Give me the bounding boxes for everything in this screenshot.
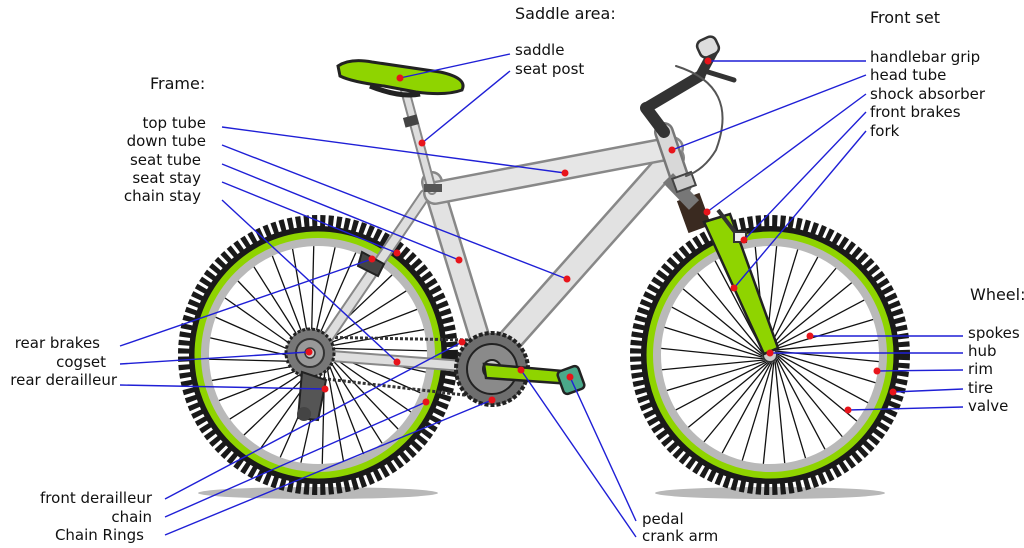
wheel-header: Wheel: (970, 285, 1024, 304)
label-rear-brakes: rear brakes (15, 334, 100, 352)
label-seat-stay: seat stay (132, 169, 201, 187)
spoke (675, 361, 767, 411)
rear-rim (201, 238, 435, 472)
label-chain-rings: Chain Rings (55, 526, 144, 544)
spoke (328, 359, 383, 444)
label-spokes: spokes (968, 324, 1020, 342)
front-wheel-shadow (655, 487, 885, 499)
saddle-area-header: Saddle area: (515, 4, 616, 23)
spoke (777, 353, 869, 404)
label-seat-post: seat post (515, 60, 584, 78)
label-tire: tire (968, 379, 993, 397)
label-chain: chain (111, 508, 152, 526)
spoke (773, 299, 865, 349)
label-chain-stay: chain stay (124, 187, 201, 205)
spoke (776, 358, 826, 450)
rear-wheel-shadow (198, 487, 438, 499)
spoke (315, 252, 357, 344)
spoke (768, 256, 819, 348)
spoke (777, 355, 858, 422)
frame-header: Frame: (150, 74, 205, 93)
handlebar-grip-shape (695, 35, 721, 59)
label-rim: rim (968, 360, 993, 378)
label-seat-tube: seat tube (130, 151, 201, 169)
spoke (774, 361, 786, 464)
spoke (762, 361, 775, 464)
label-handlebar-grip: handlebar grip (870, 48, 980, 66)
label-front-brakes: front brakes (870, 103, 961, 121)
rear-brake-shape (356, 250, 386, 278)
label-shock-absorber: shock absorber (870, 85, 986, 103)
spoke (774, 318, 874, 350)
spoke (687, 362, 769, 428)
leader-lines (119, 53, 964, 538)
spoke (770, 267, 837, 348)
front-tire (630, 215, 910, 495)
spoke (664, 326, 763, 358)
label-top-tube: top tube (143, 114, 207, 132)
spoke (776, 339, 879, 351)
label-rear-derailleur: rear derailleur (10, 371, 118, 389)
label-front-derailleur: front derailleur (40, 489, 153, 507)
spoke (671, 306, 763, 357)
spoke (721, 362, 772, 454)
rear-tire (178, 215, 458, 495)
label-valve: valve (968, 397, 1008, 415)
spoke (229, 365, 314, 420)
spoke (777, 352, 876, 384)
spoke (661, 359, 764, 371)
spoke (777, 356, 843, 438)
spoke (312, 247, 336, 345)
label-crank-arm: crank arm (642, 527, 718, 545)
spoke (324, 308, 418, 346)
spoke (327, 347, 427, 352)
marker-dots (305, 57, 897, 414)
front-tire-green-stripe (646, 231, 894, 479)
spoke (666, 360, 766, 392)
spoke (697, 272, 763, 354)
crankset (454, 331, 586, 407)
spoke (661, 347, 764, 360)
label-head-tube: head tube (870, 66, 946, 84)
spoke (771, 282, 853, 348)
spoke (327, 361, 365, 455)
label-fork: fork (870, 122, 900, 140)
spoke (682, 288, 763, 355)
spoke (775, 359, 807, 459)
label-cogset: cogset (56, 353, 106, 371)
label-hub: hub (968, 342, 997, 360)
label-down-tube: down tube (127, 132, 206, 150)
front-set-header: Front set (870, 8, 940, 27)
spoke (741, 362, 773, 461)
front-fork (662, 170, 780, 356)
spoke (703, 362, 770, 443)
label-pedal: pedal (642, 510, 684, 528)
rear-drivetrain (284, 250, 386, 422)
front-rim (653, 238, 887, 472)
spoke (310, 246, 315, 346)
label-saddle: saddle (515, 41, 564, 59)
bike-chain (309, 335, 491, 400)
